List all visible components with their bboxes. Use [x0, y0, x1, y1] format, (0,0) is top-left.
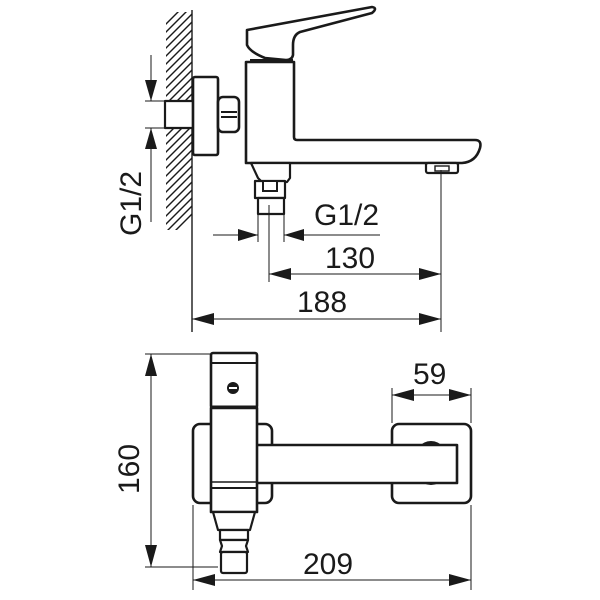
- dim-label-outlet-thread: G1/2: [314, 199, 379, 232]
- mixer-body: [244, 60, 482, 165]
- dim-59: 59: [391, 358, 472, 423]
- dim-label-188: 188: [297, 286, 347, 319]
- wall-hatching: [166, 12, 192, 230]
- rosette: [191, 75, 220, 157]
- side-view: G1/2 G1/2 130 188: [115, 5, 482, 332]
- top-view: 160 59 209: [113, 351, 473, 590]
- dim-label-wall-thread: G1/2: [115, 171, 148, 236]
- spout-arm: [250, 443, 459, 485]
- dim-wall-thread: G1/2: [115, 55, 166, 236]
- lever-top: [209, 351, 259, 410]
- dim-160: 160: [113, 353, 218, 568]
- diverter-outlet: [249, 161, 292, 184]
- dim-130: 130: [268, 170, 442, 332]
- mixer-body-top: [209, 406, 259, 514]
- dim-label-160: 160: [113, 444, 146, 494]
- dim-209: 209: [192, 505, 472, 590]
- dim-188: 188: [192, 286, 441, 325]
- diverter-top: [211, 510, 257, 532]
- dim-label-59: 59: [413, 358, 446, 391]
- lever-handle: [245, 5, 377, 62]
- eccentric-nut: [216, 95, 241, 134]
- outlet-thread-lower: [256, 196, 286, 216]
- dim-label-130: 130: [325, 242, 375, 275]
- wall-pipe: [163, 99, 195, 130]
- dim-outlet-thread: G1/2: [213, 199, 380, 242]
- dim-label-209: 209: [303, 548, 353, 581]
